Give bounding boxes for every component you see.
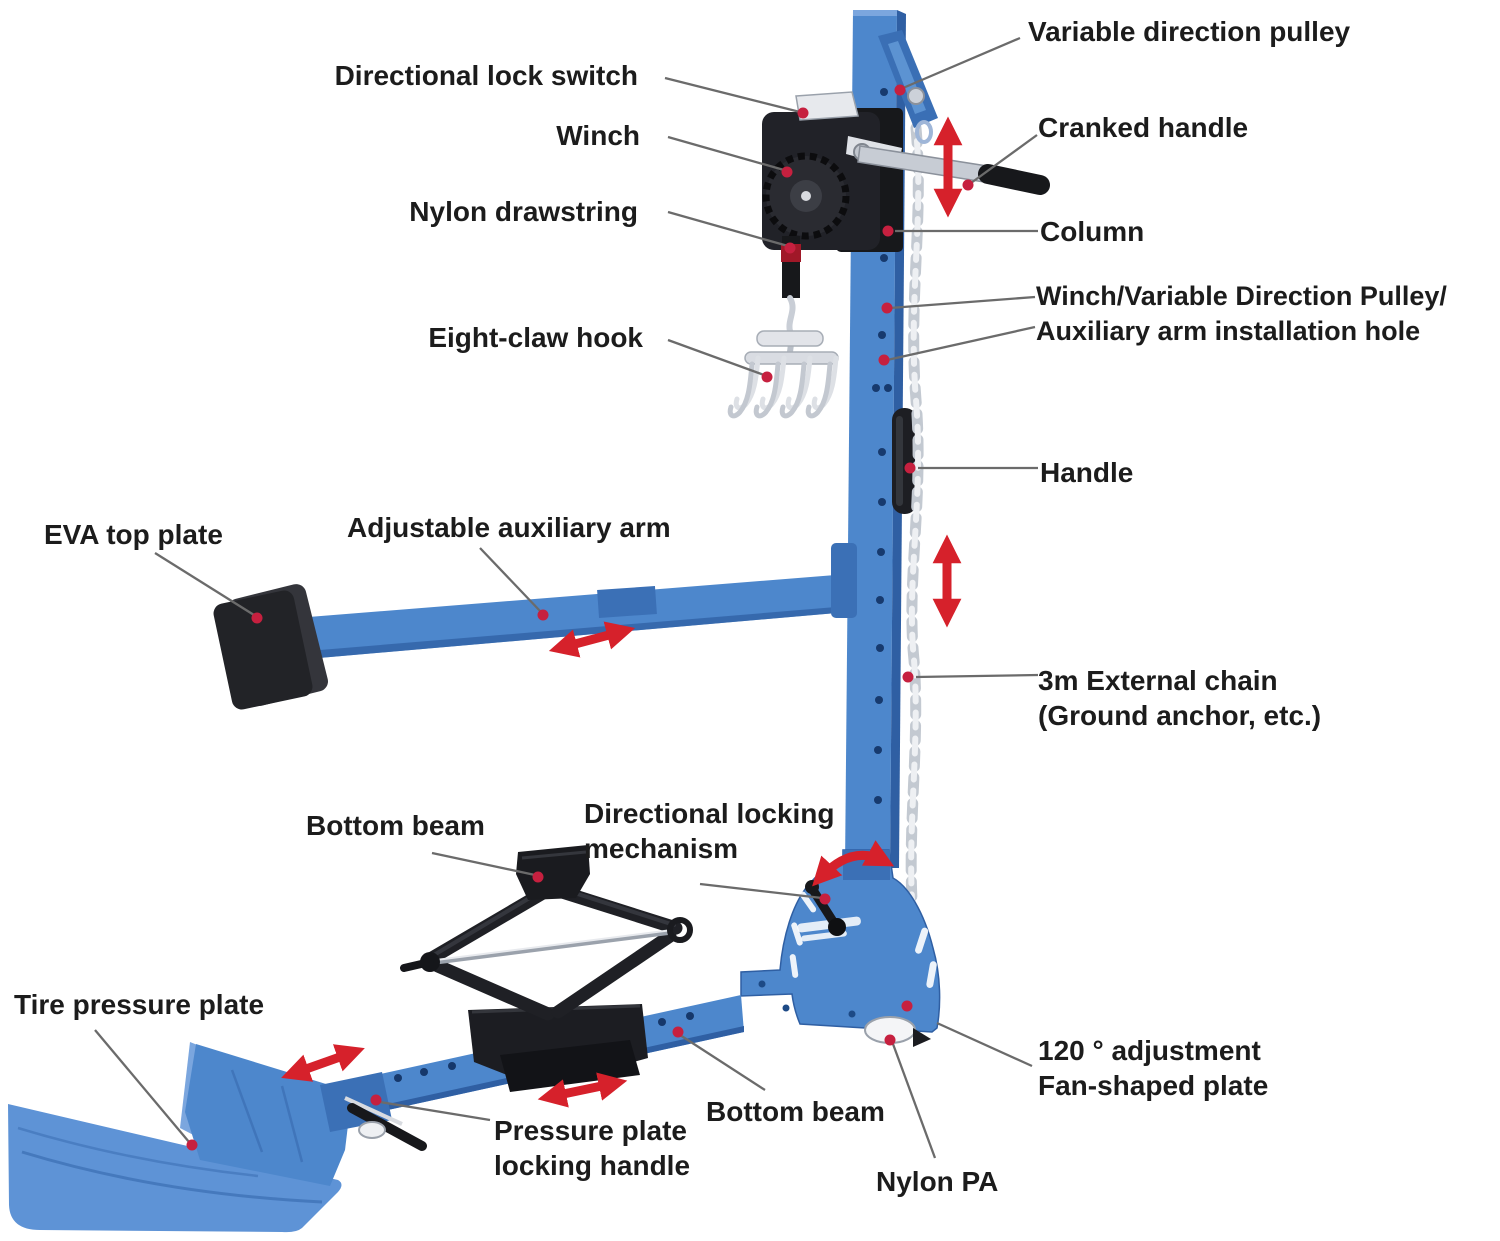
eight-claw-hook-graphic [727,330,839,419]
leader-lines [94,36,1039,1159]
callout-fan-shaped-plate-line1: 120 ° adjustment [1038,1035,1261,1066]
pressure-plate-locking-handle-graphic [347,1103,427,1151]
handle-graphic [892,408,917,514]
variable-direction-pulley-graphic [878,30,938,144]
callout-pressure-plate-locking-handle: Pressure plate locking handle [494,1113,690,1183]
arrow-left-right-icon [548,621,636,658]
eva-top-plate-graphic [213,584,328,710]
callout-external-chain-line1: 3m External chain [1038,665,1278,696]
callout-external-chain: 3m External chain (Ground anchor, etc.) [1038,663,1321,733]
callout-nylon-drawstring: Nylon drawstring [409,196,638,227]
callout-tire-pressure-plate: Tire pressure plate [14,989,265,1020]
callout-external-chain-line2: (Ground anchor, etc.) [1038,700,1322,731]
scissor-jack-graphic [400,845,693,1092]
motion-arrows [281,116,963,1108]
callout-directional-lock-switch: Directional lock switch [334,60,638,91]
callout-eva-top-plate: EVA top plate [44,519,223,550]
arm-collar [831,543,857,618]
external-chain-graphic [902,122,924,961]
callout-nylon-pa: Nylon PA [876,1166,999,1197]
callout-directional-locking-line2: mechanism [584,833,739,864]
pointer-dots [186,84,974,1151]
callout-variable-direction-pulley: Variable direction pulley [1028,16,1351,47]
callout-winch: Winch [556,120,640,151]
arrow-left-right-icon [537,1072,628,1108]
callout-pressure-plate-line1: Pressure plate [494,1115,687,1146]
callout-fan-shaped-plate: 120 ° adjustment Fan-shaped plate [1038,1033,1268,1103]
arrow-rotate-icon [812,840,895,887]
callout-installation-hole-line1: Winch/Variable Direction Pulley/ [1036,281,1447,311]
callout-cranked-handle: Cranked handle [1038,112,1249,143]
callout-installation-hole: Winch/Variable Direction Pulley/ Auxilia… [1036,279,1447,349]
callout-pressure-plate-line2: locking handle [494,1150,691,1181]
callout-column: Column [1040,216,1145,247]
callout-bottom-beam-upper: Bottom beam [306,810,485,841]
callout-adjustable-auxiliary-arm: Adjustable auxiliary arm [347,512,671,543]
callout-fan-shaped-plate-line2: Fan-shaped plate [1038,1070,1269,1101]
arrow-left-right-icon [281,1044,365,1082]
callout-installation-hole-line2: Auxiliary arm installation hole [1036,316,1421,346]
tire-pressure-plate-graphic [8,1042,427,1233]
callout-directional-locking-mechanism: Directional locking mechanism [584,796,835,866]
callout-handle: Handle [1040,457,1134,488]
callout-eight-claw-hook: Eight-claw hook [428,322,643,353]
callout-bottom-beam-lower: Bottom beam [706,1096,885,1127]
callout-directional-locking-line1: Directional locking [584,798,835,829]
